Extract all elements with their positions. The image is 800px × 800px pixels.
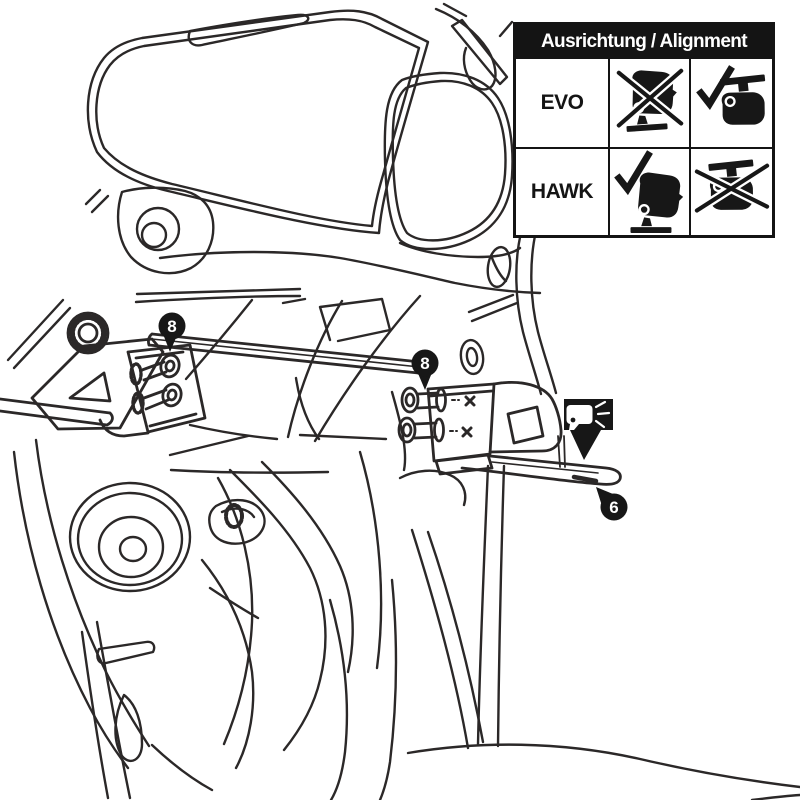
mounting-kit [0,311,622,486]
check-mark-icon [613,150,653,196]
right-mount-arm [460,435,622,486]
headlight-beam-icon [566,400,611,430]
bolt [129,353,181,386]
cell-evo-hanging-checked [689,59,772,147]
cell-hawk-upright-checked [608,147,689,235]
alignment-table-grid: EVO [516,59,772,235]
arm-slot [571,474,599,484]
lamp-hanging-crossed-icon [694,159,769,215]
bolt [397,416,473,444]
callout-label: 6 [609,498,618,517]
callout-badge-6: 6 [596,487,628,521]
motorcycle-bodywork [6,2,800,800]
hoses [114,460,354,770]
bolt [400,386,476,414]
callout-label: 8 [167,317,176,336]
cross-mark-icon [694,161,769,215]
model-name: HAWK [530,180,594,203]
headlight-adjuster-icon [135,206,181,252]
front-fender [406,743,800,800]
callout-badge-8-left: 8 [158,312,186,352]
screw-cross-icon [464,395,476,407]
callout-label: 8 [420,354,429,373]
callout-badge-8-right: 8 [411,349,439,390]
horn-bracket [96,640,156,665]
lamp-hanging-checked-icon [695,65,765,125]
row-label-evo: EVO [516,59,608,147]
cell-hawk-hanging-crossed [689,147,772,235]
right-mount-bracket [397,380,563,476]
windscreen-vent-slit [187,13,310,47]
left-mount-arm [0,397,114,427]
fork-tubes [216,390,506,800]
model-name: EVO [540,91,584,114]
knurled-adjuster [66,311,110,355]
left-mount-bracket [30,311,207,438]
screw-cross-icon [461,426,473,438]
alignment-table-header: Ausrichtung / Alignment [516,25,772,59]
cross-mark-icon [615,67,684,129]
lamp-upright-checked-icon [613,150,683,233]
row-label-hawk: HAWK [516,147,608,235]
frame-lines [6,298,260,800]
horn [68,481,192,665]
bolt [131,382,183,415]
alignment-table: Ausrichtung / Alignment EVO [513,22,775,238]
fairing-lines [134,229,558,474]
right-headlight [383,71,522,259]
cell-evo-upright-crossed [608,59,689,147]
crossbar [147,332,432,376]
windscreen [86,9,430,235]
lamp-upright-icon [630,172,683,233]
left-headlight-recess [84,186,215,275]
lamp-upright-crossed-icon [615,67,684,132]
headlight-position-marker [564,399,613,460]
lamp-hanging-icon [719,74,765,125]
